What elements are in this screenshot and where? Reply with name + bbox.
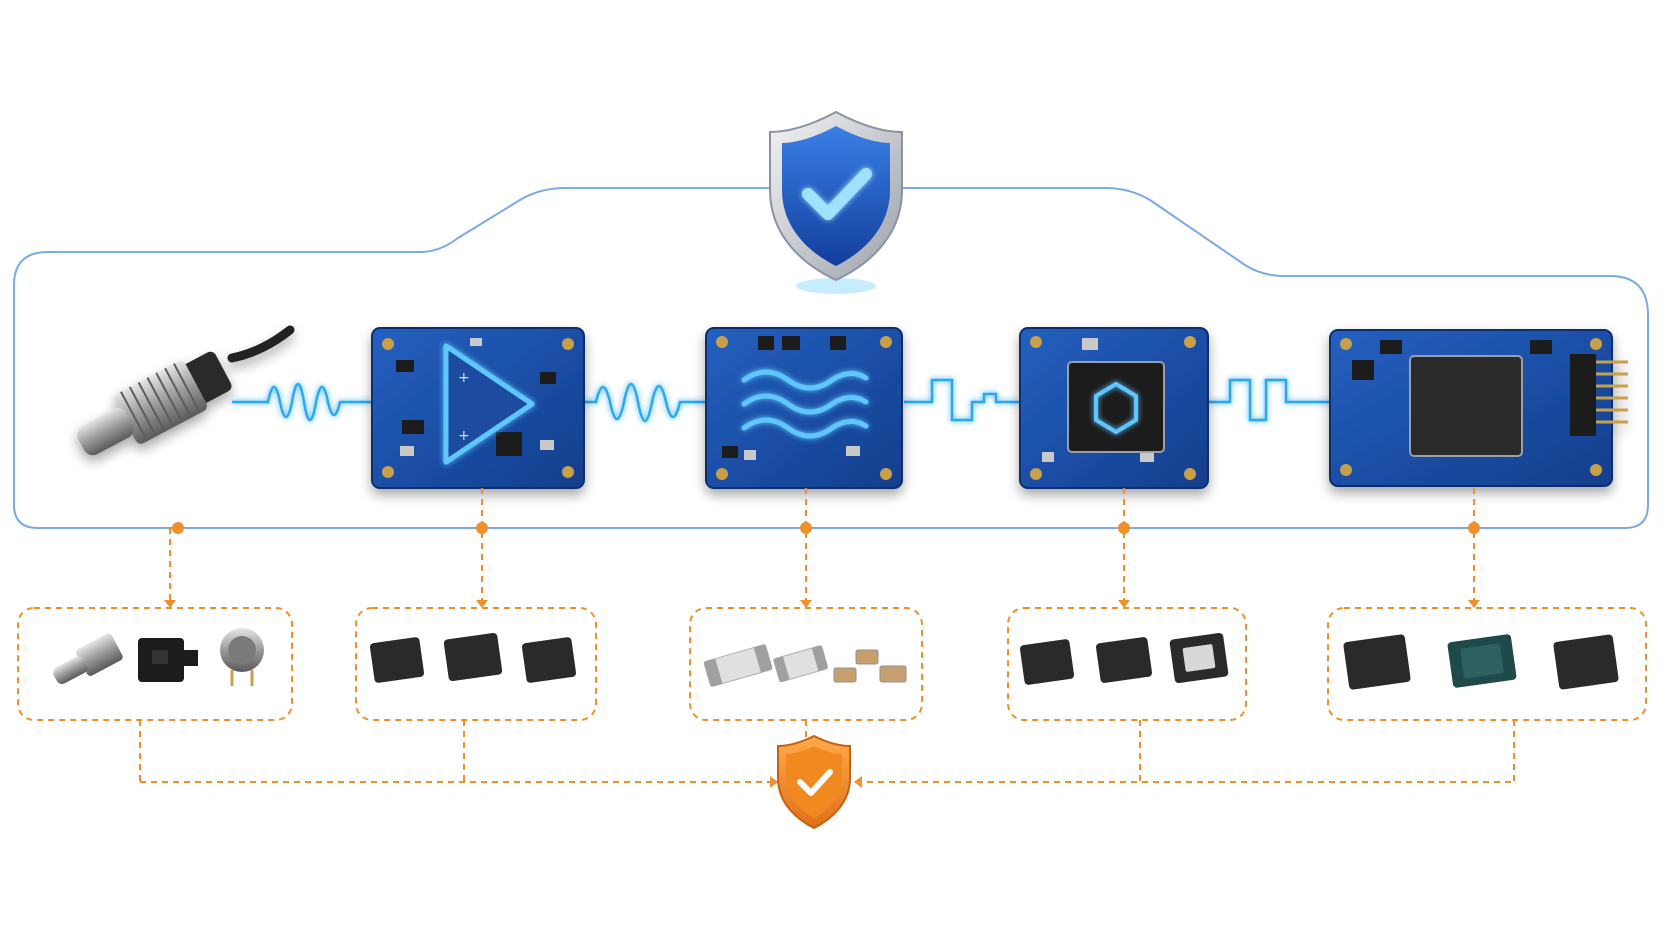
ic-chip-icon xyxy=(1343,634,1411,690)
ic-chip-icon xyxy=(521,637,577,683)
component-group-adc xyxy=(1007,607,1247,721)
ic-chip-icon xyxy=(369,637,425,683)
gas-sensor-icon xyxy=(220,628,264,686)
top-shield-icon xyxy=(769,110,903,294)
capacitor-icon xyxy=(703,644,773,687)
bottom-shield-icon xyxy=(777,734,851,830)
blue-frame-outline xyxy=(13,187,1649,529)
svg-text:+: + xyxy=(458,428,470,444)
sensor-icon xyxy=(77,325,295,456)
adc-board-icon xyxy=(1019,327,1209,489)
sensor-relay-icon xyxy=(138,638,198,682)
component-group-mcu xyxy=(1327,607,1647,721)
orange-connectors xyxy=(169,488,1475,604)
ic-chip-icon xyxy=(1019,639,1075,685)
connector-dots xyxy=(172,522,1480,534)
sensor-probe-icon xyxy=(53,633,123,684)
amplifier-board-icon: + + xyxy=(371,327,585,489)
orange-bus xyxy=(139,720,1515,783)
ic-chip-icon xyxy=(1553,634,1619,690)
capacitor-icon xyxy=(773,645,829,683)
square-wave-2 xyxy=(1208,378,1330,422)
mcu-board-icon xyxy=(1329,329,1628,487)
signal-links xyxy=(232,378,1330,423)
sine-wave-1 xyxy=(232,382,372,422)
component-group-sensor xyxy=(17,607,293,721)
smd-capacitor-icon xyxy=(833,649,879,683)
bga-chip-icon xyxy=(1447,634,1517,688)
sine-wave-2 xyxy=(570,382,706,423)
ic-chip-icon xyxy=(443,632,503,682)
component-group-amplifier xyxy=(355,607,597,721)
filter-board-icon xyxy=(705,327,903,489)
svg-text:+: + xyxy=(458,370,470,386)
square-wave-1 xyxy=(904,378,1020,422)
ic-chip-icon xyxy=(1095,637,1153,683)
smd-capacitor-icon xyxy=(879,665,907,683)
ic-chip-metal-icon xyxy=(1169,632,1229,684)
